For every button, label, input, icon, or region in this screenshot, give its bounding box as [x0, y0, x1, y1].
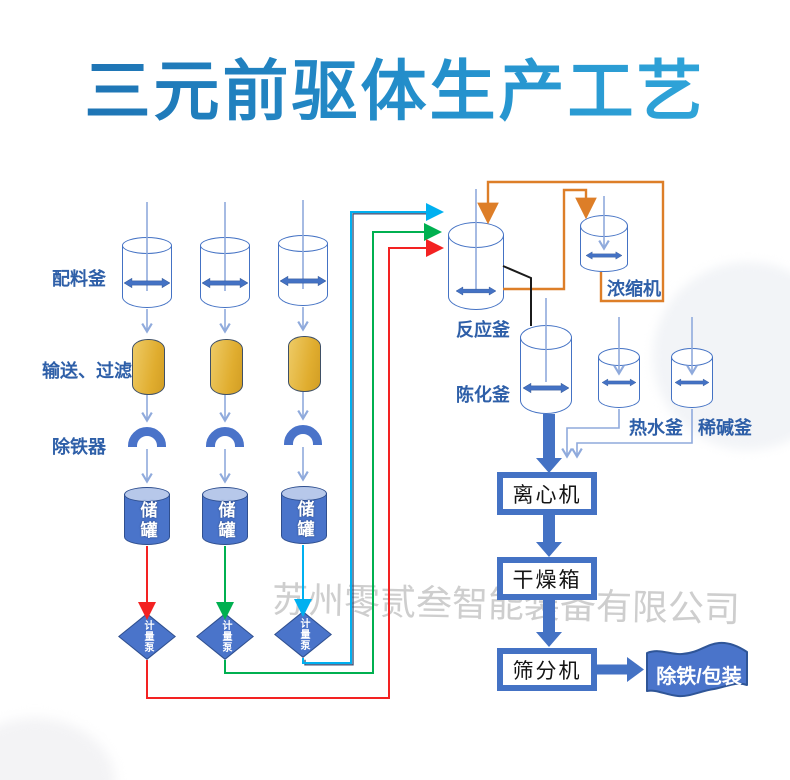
label-batching-kettle: 配料釜	[52, 269, 106, 289]
storage-tank-label: 储罐	[294, 499, 314, 540]
storage-tank-1: 储罐	[124, 487, 170, 545]
metering-pump-label: 计量泵	[298, 618, 309, 651]
centrifuge-to-dryer-arrow	[536, 515, 562, 557]
tank-body	[200, 245, 250, 308]
hot-water-feed-line	[561, 409, 620, 459]
magnet-arc	[206, 427, 244, 447]
storage-tank-label: 储罐	[215, 500, 235, 541]
tank-body	[122, 245, 172, 308]
tank-opening	[580, 215, 628, 237]
dilute-alkali-kettle	[671, 348, 713, 408]
batching-kettle-1	[122, 237, 172, 308]
aging-kettle	[520, 325, 572, 414]
tank-opening	[200, 237, 250, 254]
reaction-kettle	[448, 222, 504, 310]
metering-pump-3: 计量泵	[274, 611, 332, 658]
background-corner-decoration	[0, 718, 115, 780]
tank-opening	[278, 235, 328, 252]
label-hot-water-kettle: 热水釜	[629, 418, 683, 438]
storage-tank-2: 储罐	[202, 487, 248, 545]
orange-reactor-to-concentrator-line	[503, 188, 597, 291]
batching-kettle-3	[278, 235, 328, 306]
metering-pump-2: 计量泵	[196, 613, 254, 660]
storage-tank-label: 储罐	[137, 500, 157, 541]
filter-barrel-2	[210, 339, 243, 395]
iron-remover-2	[206, 427, 244, 447]
label-reaction-kettle: 反应釜	[456, 320, 510, 340]
tank-opening	[520, 325, 572, 350]
sieving-machine-box: 筛分机	[497, 648, 597, 691]
concentrator	[580, 215, 628, 272]
label-transport-filter: 输送、过滤	[42, 361, 132, 381]
tank-opening	[122, 237, 172, 254]
flag-label: 除铁/包装	[656, 665, 742, 688]
storage-tank-3: 储罐	[281, 486, 327, 544]
iron-remover-1	[128, 427, 166, 447]
flag-shape	[646, 641, 748, 698]
filter-barrel-3	[288, 336, 321, 392]
label-iron-remover: 除铁器	[52, 437, 106, 457]
aging-to-centrifuge-arrow	[536, 414, 562, 473]
sieve-to-packaging-arrow	[597, 657, 644, 682]
tank-opening	[448, 222, 504, 248]
label-aging-kettle: 陈化釜	[456, 385, 510, 405]
label-dilute-alkali-kettle: 稀碱釜	[698, 418, 752, 438]
metering-pump-label: 计量泵	[220, 620, 231, 653]
tank-body	[278, 243, 328, 306]
iron-remover-3	[284, 425, 322, 445]
iron-removal-packaging-flag: 除铁/包装	[644, 641, 750, 701]
label-concentrator: 浓缩机	[607, 279, 661, 299]
metering-pump-label: 计量泵	[142, 620, 153, 653]
tank-opening	[671, 348, 713, 366]
filter-barrel-1	[132, 339, 165, 395]
magnet-arc	[284, 425, 322, 445]
tank-opening	[598, 348, 640, 366]
page-title: 三元前驱体生产工艺	[0, 38, 790, 134]
drying-oven-box: 干燥箱	[497, 557, 597, 600]
metering-pump-1: 计量泵	[118, 613, 176, 660]
magnet-arc	[128, 427, 166, 447]
hot-water-kettle	[598, 348, 640, 408]
centrifuge-box: 离心机	[497, 472, 597, 515]
batching-kettle-2	[200, 237, 250, 308]
